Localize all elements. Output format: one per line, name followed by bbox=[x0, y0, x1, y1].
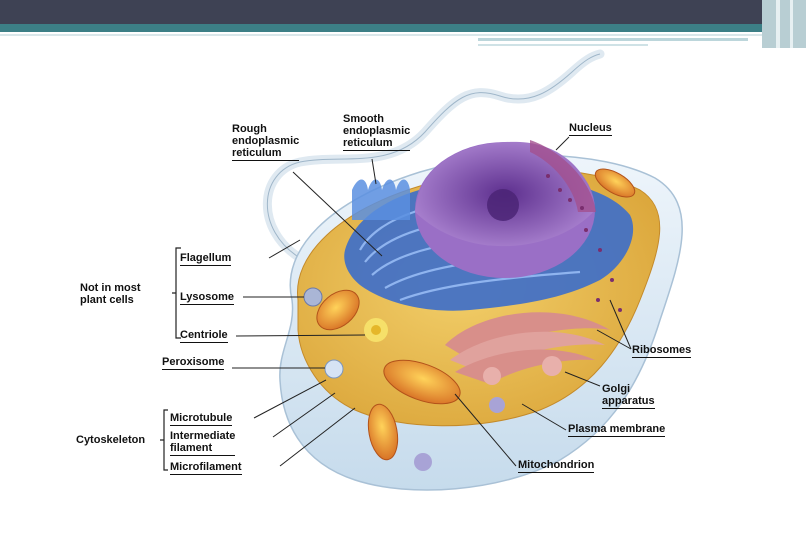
nucleus-shape bbox=[415, 140, 596, 278]
label-lysosome: Lysosome bbox=[180, 291, 234, 305]
label-line: apparatus bbox=[602, 395, 655, 409]
centriole-shape bbox=[364, 318, 388, 342]
label-peroxisome: Peroxisome bbox=[162, 356, 224, 370]
label-line: Intermediate bbox=[170, 430, 235, 442]
label-not-in-plant-cells: Not in most plant cells bbox=[80, 282, 141, 306]
label-golgi-apparatus: Golgi apparatus bbox=[602, 383, 655, 409]
peroxisome-shape bbox=[325, 360, 343, 378]
label-line: reticulum bbox=[232, 147, 299, 161]
label-line: Smooth bbox=[343, 113, 410, 125]
label-cytoskeleton: Cytoskeleton bbox=[76, 434, 145, 446]
vesicle-shape bbox=[489, 397, 505, 413]
label-centriole: Centriole bbox=[180, 329, 228, 343]
label-line: Not in most bbox=[80, 282, 141, 294]
lysosome-shape bbox=[304, 288, 322, 306]
label-line: Rough bbox=[232, 123, 299, 135]
label-line: Golgi bbox=[602, 383, 655, 395]
label-line: endoplasmic bbox=[343, 125, 410, 137]
label-mitochondrion: Mitochondrion bbox=[518, 459, 594, 473]
label-rough-er: Rough endoplasmic reticulum bbox=[232, 123, 299, 161]
label-line: filament bbox=[170, 442, 235, 456]
label-microtubule: Microtubule bbox=[170, 412, 232, 426]
label-nucleus: Nucleus bbox=[569, 122, 612, 136]
label-plasma-membrane: Plasma membrane bbox=[568, 423, 665, 437]
label-intermediate-filament: Intermediate filament bbox=[170, 430, 235, 456]
label-line: plant cells bbox=[80, 294, 141, 306]
bracket-cytoskeleton bbox=[160, 410, 168, 470]
vesicle-shape bbox=[414, 453, 432, 471]
label-flagellum: Flagellum bbox=[180, 252, 231, 266]
label-line: endoplasmic bbox=[232, 135, 299, 147]
label-microfilament: Microfilament bbox=[170, 461, 242, 475]
label-line: reticulum bbox=[343, 137, 410, 151]
label-ribosomes: Ribosomes bbox=[632, 344, 691, 358]
label-smooth-er: Smooth endoplasmic reticulum bbox=[343, 113, 410, 151]
